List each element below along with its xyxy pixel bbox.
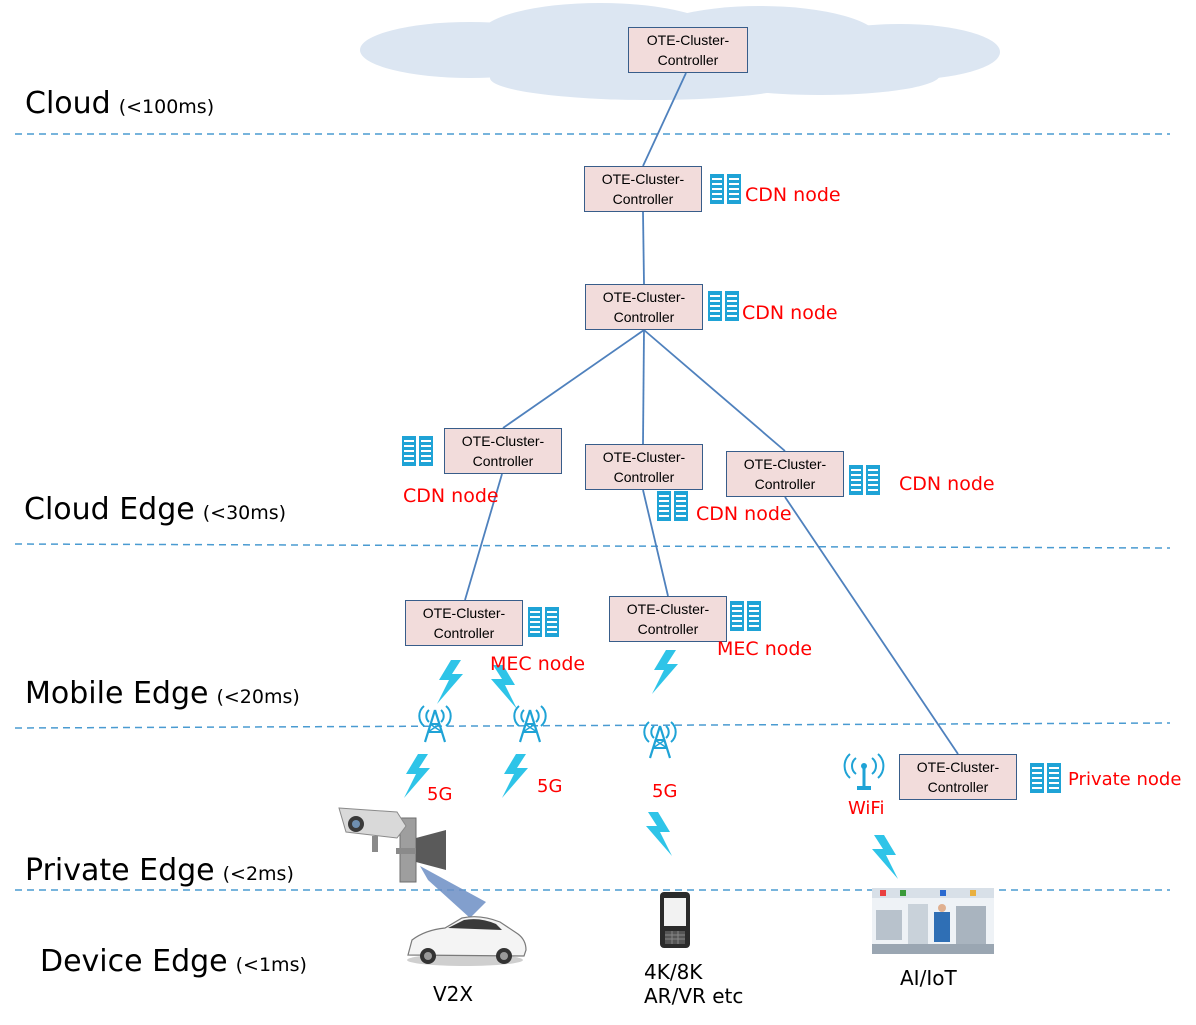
controller-line2: Controller	[613, 469, 675, 485]
controller-line1: OTE-Cluster-	[646, 32, 730, 48]
car-icon	[407, 916, 527, 966]
controller-line1: OTE-Cluster-	[743, 456, 827, 472]
controller-cloud[interactable]: OTE-Cluster- Controller	[628, 27, 748, 73]
factory-iot-icon	[872, 888, 994, 954]
five-g-label: 5G	[652, 781, 678, 802]
controller-line2: Controller	[433, 625, 495, 641]
tier-label-private-edge: Private Edge (<2ms)	[25, 853, 294, 888]
mec-node-label: MEC node	[717, 638, 813, 660]
controller-line2: Controller	[927, 779, 989, 795]
cdn-node-label: CDN node	[696, 503, 792, 525]
cctv-camera-icon	[338, 807, 486, 918]
controller-line1: OTE-Cluster-	[461, 433, 545, 449]
link-edge-center-to-mec-right	[642, 489, 669, 597]
link-cdn1-to-cdn2	[642, 211, 645, 285]
five-g-label: 5G	[537, 776, 563, 797]
server-icon-edge-right	[849, 465, 880, 495]
link-edge-left-to-mec-left	[464, 473, 503, 601]
link-cloud-to-cdn1	[642, 72, 687, 167]
divider-mobile-edge	[14, 722, 1171, 729]
controller-line1: OTE-Cluster-	[601, 171, 685, 187]
lightning-icon	[646, 812, 672, 856]
private-node-label: Private node	[1068, 769, 1182, 790]
controller-line2: Controller	[657, 52, 719, 68]
server-icon-mec-left	[528, 607, 559, 637]
lightning-icon	[502, 754, 528, 798]
lightning-icon	[872, 835, 898, 879]
server-icon-edge-center	[657, 491, 688, 521]
controller-line2: Controller	[637, 621, 699, 637]
cdn-node-label: CDN node	[742, 302, 838, 324]
server-icon-cdn2	[708, 291, 739, 321]
wifi-label: WiFi	[848, 798, 885, 819]
controller-mec-right[interactable]: OTE-Cluster- Controller	[609, 596, 727, 642]
iot-text: AI/IoT	[900, 966, 957, 990]
divider-cloud-edge	[14, 543, 1171, 549]
wifi-antenna-icon	[843, 753, 885, 790]
cell-tower-icon	[418, 704, 452, 744]
tier-label-mobile-edge: Mobile Edge (<20ms)	[25, 676, 300, 711]
link-cdn2-to-edge-right	[643, 329, 786, 452]
tier-label-device-edge: Device Edge (<1ms)	[40, 944, 307, 979]
controller-line1: OTE-Cluster-	[626, 601, 710, 617]
server-icon-edge-left	[402, 436, 433, 466]
tier-name: Cloud	[25, 86, 111, 121]
controller-line1: OTE-Cluster-	[602, 449, 686, 465]
mobile-text-line1: 4K/8K	[644, 960, 703, 984]
tier-latency: (<20ms)	[216, 686, 300, 708]
controller-line2: Controller	[754, 476, 816, 492]
lightning-icon	[437, 660, 463, 704]
controller-line2: Controller	[613, 309, 675, 325]
tier-label-cloud: Cloud (<100ms)	[25, 86, 214, 121]
link-cdn2-to-edge-left	[502, 329, 645, 429]
controller-private[interactable]: OTE-Cluster- Controller	[899, 754, 1017, 800]
server-icon-private	[1030, 763, 1061, 793]
controller-line1: OTE-Cluster-	[602, 289, 686, 305]
tier-name: Mobile Edge	[25, 676, 209, 711]
five-g-label: 5G	[427, 784, 453, 805]
controller-cdn-2[interactable]: OTE-Cluster- Controller	[585, 284, 703, 330]
tier-label-cloud-edge: Cloud Edge (<30ms)	[24, 492, 286, 527]
tier-name: Device Edge	[40, 944, 228, 979]
mobile-text-line2: AR/VR etc	[644, 984, 744, 1008]
lightning-icon	[652, 650, 678, 694]
controller-mec-left[interactable]: OTE-Cluster- Controller	[405, 600, 523, 646]
controller-line1: OTE-Cluster-	[422, 605, 506, 621]
controller-edge-center[interactable]: OTE-Cluster- Controller	[585, 444, 703, 490]
controller-edge-right[interactable]: OTE-Cluster- Controller	[726, 451, 844, 497]
controller-line2: Controller	[472, 453, 534, 469]
cell-tower-icon	[513, 704, 547, 744]
cdn-node-label: CDN node	[745, 184, 841, 206]
link-edge-right-to-private	[784, 496, 959, 755]
cell-tower-icon	[643, 720, 677, 760]
device-label-mobile: 4K/8K AR/VR etc	[644, 960, 743, 1008]
cdn-node-label: CDN node	[899, 473, 995, 495]
tier-latency: (<2ms)	[222, 863, 294, 885]
cdn-node-label: CDN node	[403, 485, 499, 507]
link-cdn2-to-edge-center	[642, 329, 645, 445]
controller-line1: OTE-Cluster-	[916, 759, 1000, 775]
controller-cdn-1[interactable]: OTE-Cluster- Controller	[584, 166, 702, 212]
server-icon-cdn1	[710, 174, 741, 204]
device-label-iot: AI/IoT	[900, 966, 957, 990]
tier-name: Private Edge	[25, 853, 215, 888]
device-label-v2x: V2X	[433, 982, 473, 1006]
mobile-phone-icon	[660, 892, 690, 948]
server-icon-mec-right	[730, 601, 761, 631]
v2x-text: V2X	[433, 982, 474, 1006]
mec-node-label: MEC node	[490, 653, 586, 675]
tier-latency: (<1ms)	[235, 954, 307, 976]
controller-links	[464, 72, 959, 755]
tier-name: Cloud Edge	[24, 492, 195, 527]
tier-latency: (<30ms)	[202, 502, 287, 524]
controller-edge-left[interactable]: OTE-Cluster- Controller	[444, 428, 562, 474]
controller-line2: Controller	[612, 191, 674, 207]
tier-latency: (<100ms)	[118, 96, 215, 118]
